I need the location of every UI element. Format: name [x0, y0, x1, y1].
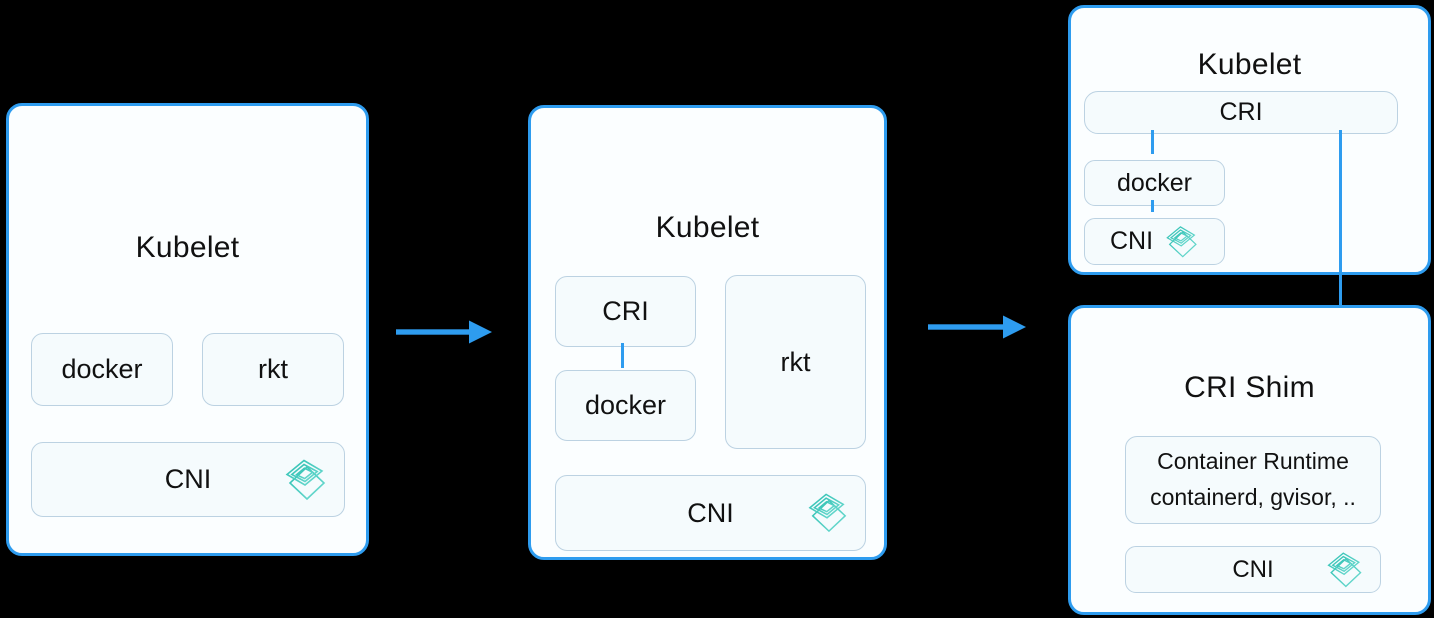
panel-kubelet-v3: Kubelet CRI docker CNI	[1068, 5, 1431, 275]
cni-icon	[1327, 551, 1362, 587]
arrow-right-icon	[928, 315, 1026, 339]
panel-kubelet-v1: Kubelet docker rkt CNI	[6, 103, 369, 556]
node-cri: CRI	[1084, 91, 1398, 134]
node-cni: CNI	[1125, 546, 1381, 593]
node-rkt: rkt	[202, 333, 344, 406]
cni-icon	[1166, 225, 1197, 257]
connector-cri-crishim	[1339, 130, 1342, 307]
panel-title: CRI Shim	[1184, 370, 1315, 404]
panel-title: Kubelet	[135, 230, 240, 264]
connector-cri-docker	[621, 343, 624, 368]
node-label: docker	[61, 354, 143, 384]
panel-cri-shim: CRI Shim Container Runtime containerd, g…	[1068, 305, 1431, 615]
cni-icon	[809, 493, 846, 532]
node-container-runtime: Container Runtime containerd, gvisor, ..	[1125, 436, 1381, 524]
node-docker: docker	[1084, 160, 1225, 206]
panel-kubelet-v2: Kubelet CRI docker rkt CNI	[528, 105, 887, 560]
node-cni: CNI	[555, 475, 866, 551]
node-label: docker	[584, 390, 667, 420]
node-label-line1: Container Runtime	[1157, 448, 1349, 475]
node-label: CNI	[1109, 227, 1154, 255]
panel-title: Kubelet	[1197, 47, 1302, 81]
connector-docker-cni	[1151, 200, 1154, 212]
node-cni: CNI	[1084, 218, 1225, 265]
connector-cri-docker	[1151, 130, 1154, 154]
arrow-right-icon	[396, 320, 492, 344]
cni-icon	[286, 459, 325, 500]
node-label: docker	[1116, 168, 1193, 197]
node-label-line2: containerd, gvisor, ..	[1150, 484, 1356, 510]
node-cri: CRI	[555, 276, 696, 347]
node-label: CRI	[602, 296, 649, 326]
node-label: CRI	[1219, 98, 1263, 126]
node-cni: CNI	[31, 442, 345, 517]
node-rkt: rkt	[725, 275, 866, 449]
node-docker: docker	[555, 370, 696, 441]
node-label: rkt	[258, 354, 288, 384]
node-label: CNI	[164, 464, 212, 494]
panel-title: Kubelet	[655, 210, 760, 244]
node-label: rkt	[780, 346, 811, 377]
node-docker: docker	[31, 333, 173, 406]
node-label: CNI	[1232, 555, 1274, 583]
node-label: CNI	[687, 497, 734, 528]
